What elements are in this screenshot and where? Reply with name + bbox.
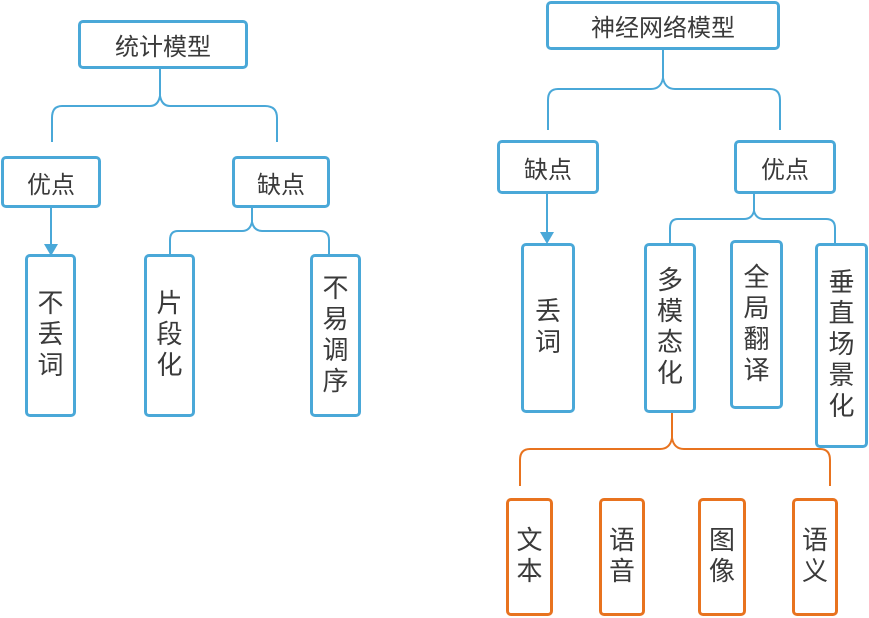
vertical-text: 片段化 xyxy=(156,289,183,381)
vertical-text: 语音 xyxy=(608,526,635,587)
vertical-text: 丢词 xyxy=(534,297,561,358)
brace-multimodal xyxy=(519,410,831,486)
brace-left-cons xyxy=(169,206,330,254)
vertical-text: 垂直场景化 xyxy=(828,268,855,422)
brace-right-root xyxy=(547,48,781,130)
brace-right-pros xyxy=(669,193,836,243)
node-text: 文本 xyxy=(506,498,553,616)
node-fragmented: 片段化 xyxy=(144,254,195,417)
vertical-text: 语义 xyxy=(801,526,828,587)
node-word-drop: 丢词 xyxy=(521,243,575,413)
node-no-word-drop: 不丢词 xyxy=(25,254,76,417)
vertical-text: 全局翻译 xyxy=(743,262,770,386)
node-left-pros: 优点 xyxy=(1,156,101,208)
vertical-text: 不丢词 xyxy=(37,289,64,381)
node-vertical-scenario: 垂直场景化 xyxy=(815,243,868,448)
node-left-cons: 缺点 xyxy=(232,156,330,208)
node-multimodal: 多模态化 xyxy=(644,243,696,413)
vertical-text: 文本 xyxy=(516,526,543,587)
node-statistical-model: 统计模型 xyxy=(78,20,248,69)
vertical-text: 图像 xyxy=(708,526,735,587)
vertical-text: 不易调序 xyxy=(322,273,349,397)
node-right-cons: 缺点 xyxy=(497,140,599,194)
node-image: 图像 xyxy=(698,498,746,616)
node-right-pros: 优点 xyxy=(734,140,836,194)
node-neural-network-model: 神经网络模型 xyxy=(546,1,780,50)
vertical-text: 多模态化 xyxy=(656,266,683,389)
node-hard-reorder: 不易调序 xyxy=(310,254,361,417)
node-speech: 语音 xyxy=(599,498,645,616)
node-semantics: 语义 xyxy=(792,498,838,616)
brace-left-root xyxy=(51,66,278,142)
node-global-translation: 全局翻译 xyxy=(730,240,783,409)
